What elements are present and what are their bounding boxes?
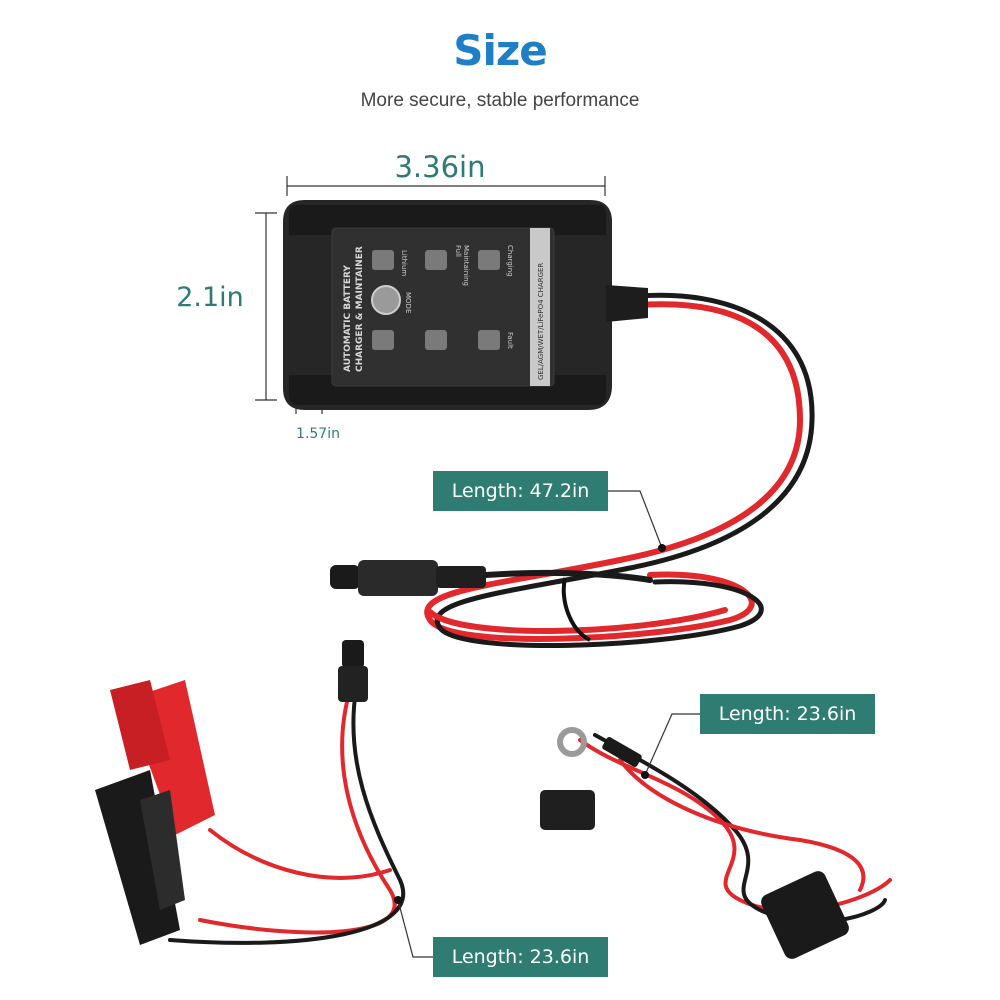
sae-connector-ring bbox=[540, 790, 595, 830]
depth-dimension-label: 1.57in bbox=[296, 426, 340, 442]
main-cable-length-tag: Length: 47.2in bbox=[433, 471, 608, 511]
device-title-line2: CHARGER & MAINTAINER bbox=[355, 246, 365, 372]
clamp-cable bbox=[168, 688, 405, 945]
mode-button-label: MODE bbox=[404, 292, 412, 313]
leader-lines bbox=[397, 490, 700, 958]
cable-sleeve bbox=[602, 737, 642, 767]
sae-connector-main bbox=[330, 560, 486, 596]
led-label-lithium: Lithium bbox=[400, 250, 408, 276]
main-cable bbox=[424, 292, 815, 649]
led-label-maintaining: Maintaining bbox=[462, 245, 470, 286]
led-label-fault: Fault bbox=[506, 332, 514, 349]
ring-cable-length-tag: Length: 23.6in bbox=[700, 694, 875, 734]
cable-tie bbox=[561, 577, 592, 642]
page-subtitle: More secure, stable performance bbox=[360, 90, 640, 111]
clamp-cable-length-tag: Length: 23.6in bbox=[433, 937, 608, 977]
page-title: Size bbox=[453, 26, 548, 75]
inline-fuse-holder bbox=[761, 871, 849, 959]
led-label-full: Full bbox=[454, 245, 462, 257]
red-clamp bbox=[110, 680, 215, 835]
black-clamp bbox=[95, 770, 185, 945]
height-dimension-label: 2.1in bbox=[176, 282, 244, 313]
device-title-line1: AUTOMATIC BATTERY bbox=[343, 265, 353, 372]
width-dimension-label: 3.36in bbox=[394, 150, 486, 184]
charger-device bbox=[283, 200, 648, 410]
model-strip-text: GEL/AGM/WET/LiFePO4 CHARGER bbox=[537, 263, 545, 380]
sae-connector-clamp bbox=[338, 640, 368, 702]
ring-terminal bbox=[557, 727, 587, 757]
led-label-charging: Charging bbox=[506, 245, 514, 277]
